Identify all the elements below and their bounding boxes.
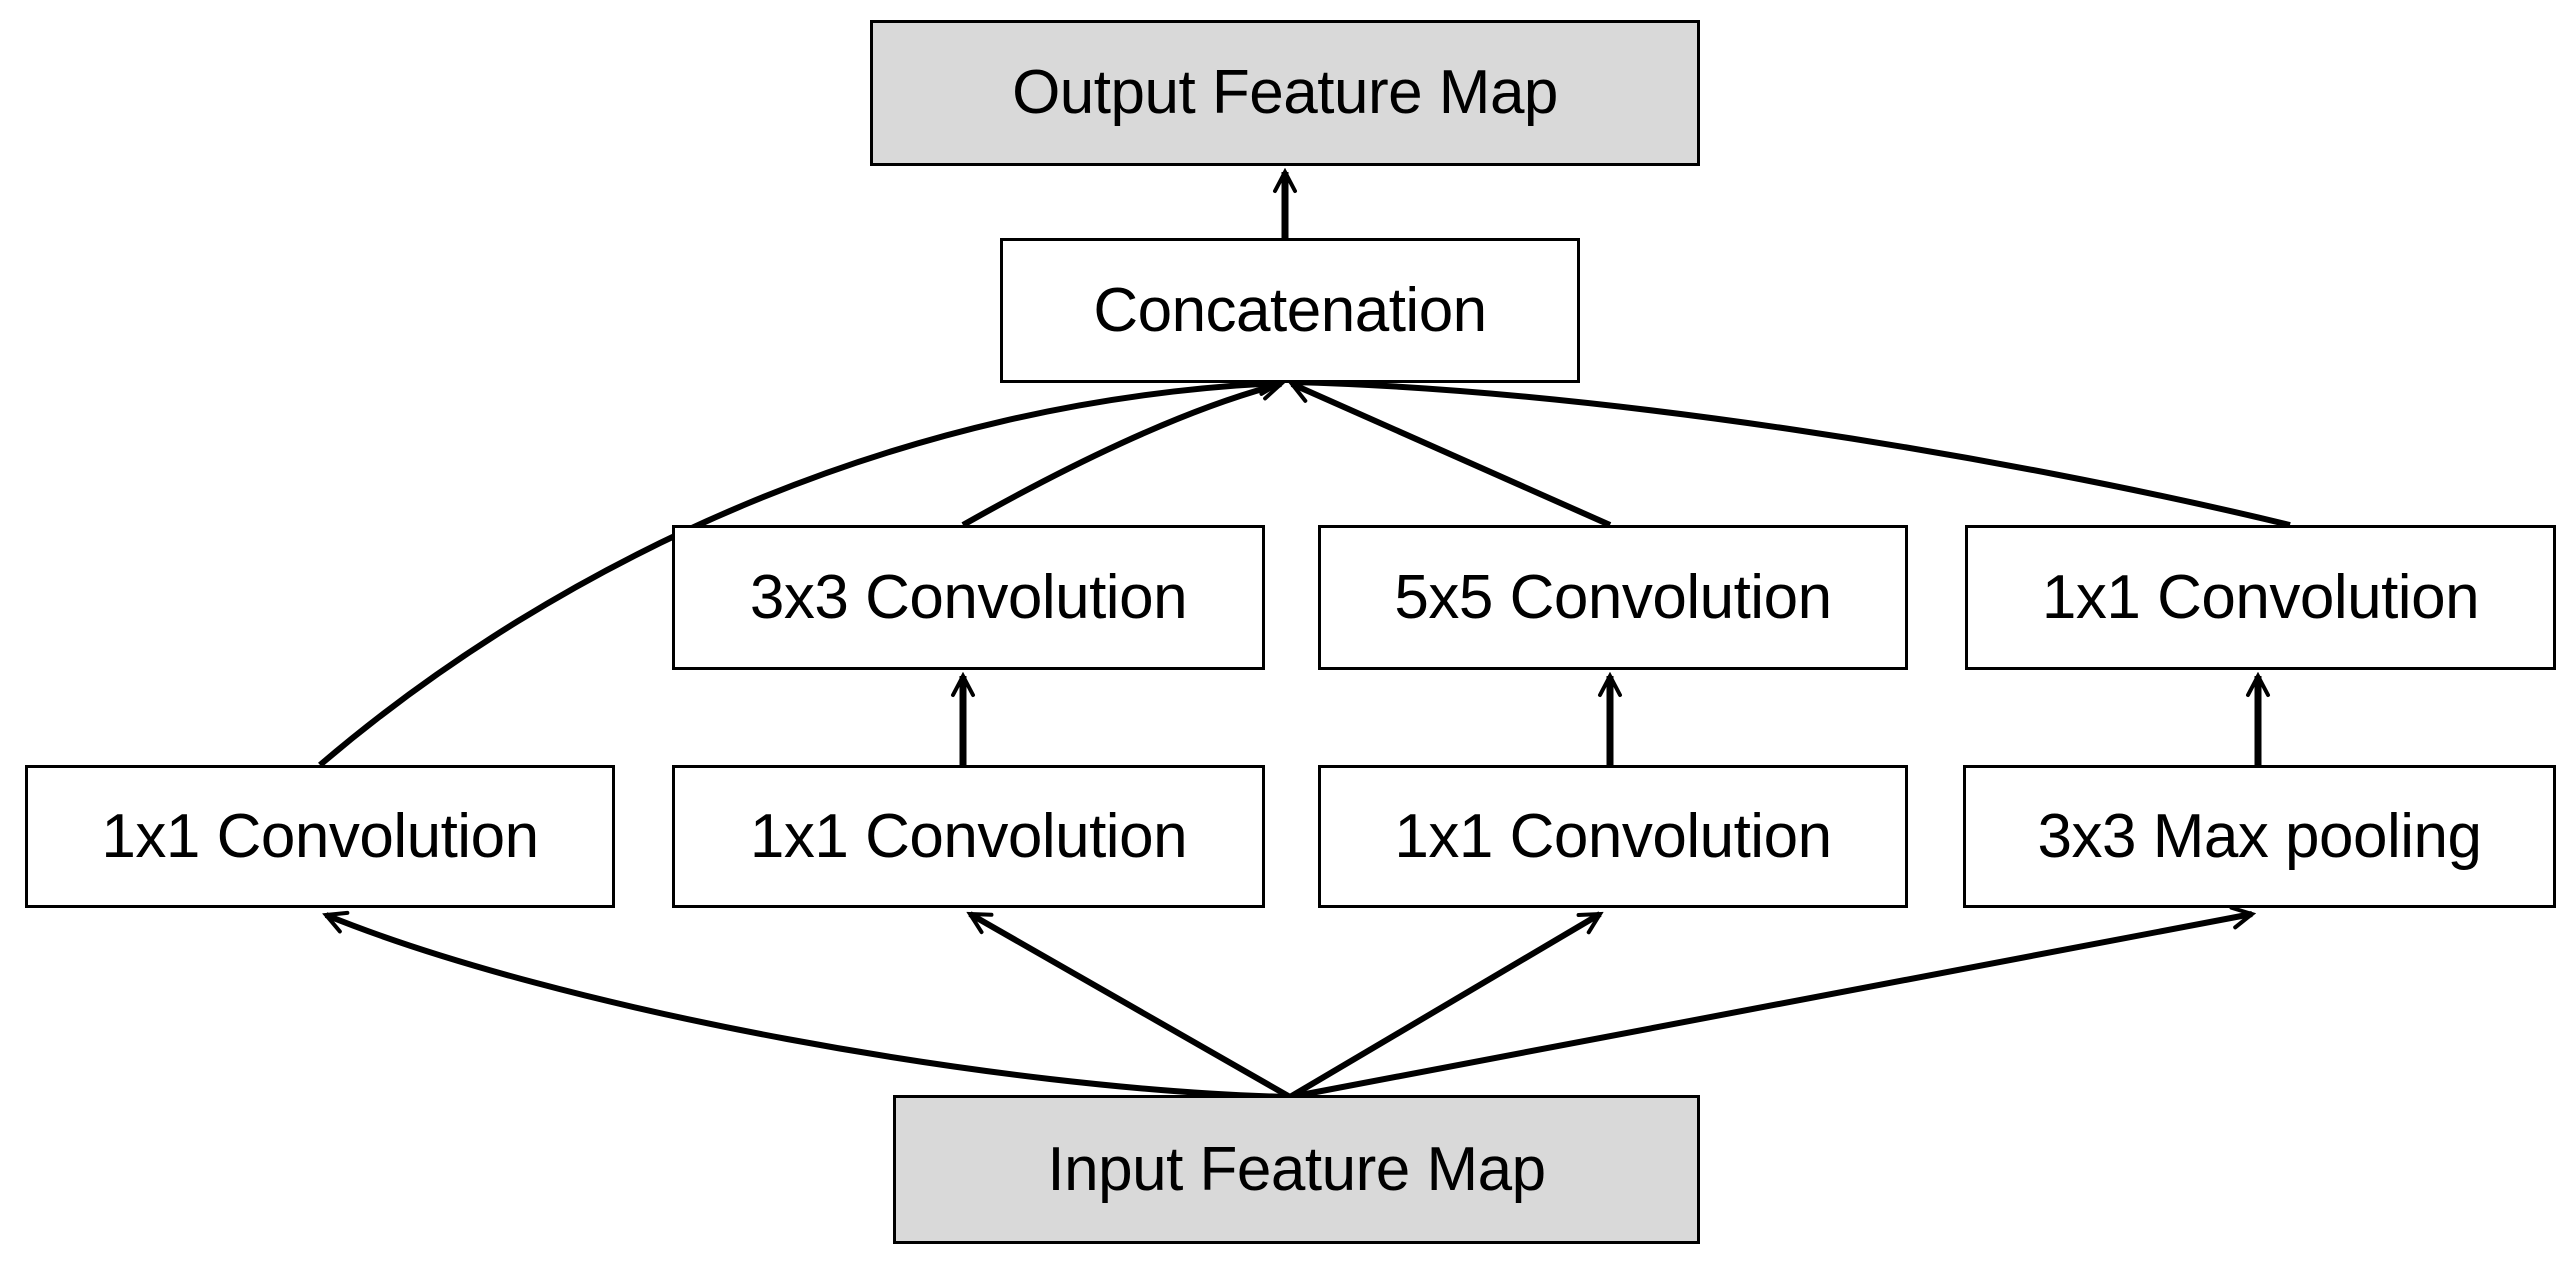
node-maxpool-3x3[interactable]: 3x3 Max pooling bbox=[1963, 765, 2556, 908]
node-conv-1x1-bottom-2[interactable]: 1x1 Convolution bbox=[672, 765, 1265, 908]
edge-conv1x1-right-to-concat bbox=[1292, 382, 2291, 528]
node-label: 1x1 Convolution bbox=[101, 801, 539, 871]
node-label: 1x1 Convolution bbox=[749, 801, 1188, 871]
node-label: Input Feature Map bbox=[1047, 1134, 1546, 1204]
node-conv-5x5[interactable]: 5x5 Convolution bbox=[1318, 525, 1908, 670]
node-label: 3x3 Max pooling bbox=[2037, 801, 2483, 871]
node-concatenation[interactable]: Concatenation bbox=[1000, 238, 1580, 383]
edge-input-to-conv1x1-b2 bbox=[970, 911, 1292, 1100]
node-conv-1x1-top-right[interactable]: 1x1 Convolution bbox=[1965, 525, 2556, 670]
node-input-feature-map[interactable]: Input Feature Map bbox=[893, 1095, 1700, 1244]
node-conv-1x1-bottom-3[interactable]: 1x1 Convolution bbox=[1318, 765, 1908, 908]
edge-conv1x1-left-to-concat bbox=[318, 383, 1280, 768]
node-label: 1x1 Convolution bbox=[1394, 801, 1832, 871]
edge-conv3x3-to-concat bbox=[961, 384, 1281, 528]
edge-conv5x5-to-concat bbox=[1292, 384, 1612, 528]
node-label: 3x3 Convolution bbox=[749, 562, 1188, 632]
node-label: Output Feature Map bbox=[1012, 58, 1558, 128]
node-label: 1x1 Convolution bbox=[2041, 562, 2480, 632]
node-output-feature-map[interactable]: Output Feature Map bbox=[870, 20, 1700, 166]
edge-input-to-conv1x1-b3 bbox=[1288, 911, 1600, 1100]
node-conv-3x3[interactable]: 3x3 Convolution bbox=[672, 525, 1265, 670]
node-conv-1x1-bottom-1[interactable]: 1x1 Convolution bbox=[25, 765, 615, 908]
node-label: Concatenation bbox=[1093, 275, 1487, 345]
edge-input-to-maxpool bbox=[1289, 914, 2252, 1100]
node-label: 5x5 Convolution bbox=[1394, 562, 1832, 632]
edge-input-to-conv1x1-b1 bbox=[326, 915, 1291, 1100]
